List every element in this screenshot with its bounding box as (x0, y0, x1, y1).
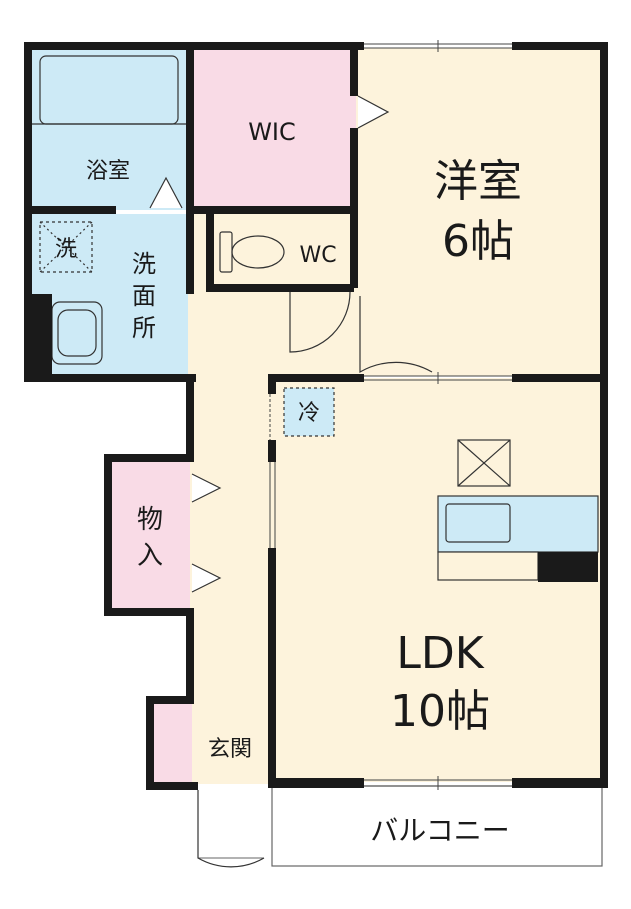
fixtures (30, 55, 599, 582)
labels: 浴室 WIC 洋室 6帖 洗 洗 面 所 WC 冷 物 入 LDK 10帖 玄関… (55, 118, 522, 847)
balcony-label: バルコニー (370, 814, 509, 847)
walls (24, 42, 608, 790)
entrance-floor (192, 700, 272, 784)
wic-floor (194, 48, 356, 208)
wc-label: WC (299, 243, 336, 268)
storage-label-char-1: 物 (137, 505, 163, 535)
kitchen-counter (437, 495, 599, 553)
entrance-step-floor (152, 702, 192, 784)
ceiling-vent (457, 439, 511, 487)
fridge-space (283, 387, 335, 437)
front-door-swing (197, 790, 265, 868)
corridor-floor (188, 376, 274, 701)
bath-door-swing (149, 176, 183, 209)
washroom-label-char-2: 面 (132, 282, 156, 310)
wic-label: WIC (248, 118, 296, 146)
western-door-swing (359, 296, 433, 374)
washing-machine-pan (39, 221, 93, 273)
windows (269, 40, 512, 790)
balcony-area (271, 785, 603, 867)
washroom-floor (30, 214, 188, 374)
storage-door-swing-upper (191, 473, 222, 503)
bathtub (39, 55, 179, 125)
washroom-label-char-3: 所 (132, 314, 156, 342)
washbasin-bowl (57, 309, 97, 357)
washer-label: 洗 (55, 237, 77, 262)
ldk-size: 10帖 (390, 686, 490, 737)
washroom-label-char-1: 洗 (132, 250, 156, 278)
ldk-name: LDK (396, 628, 484, 679)
entrance-label: 玄関 (208, 737, 252, 762)
wic-door-swing (357, 95, 390, 129)
room-fills (30, 48, 602, 784)
bath-label: 浴室 (86, 159, 130, 184)
western-room-floor (356, 48, 602, 376)
western-room-size: 6帖 (442, 216, 514, 267)
kitchen-sink (445, 503, 511, 543)
kitchen-column (538, 552, 598, 582)
storage-floor (110, 458, 190, 610)
doors-and-windows (191, 95, 603, 868)
storage-door-swing-lower (191, 563, 222, 593)
storage-label-char-2: 入 (137, 541, 163, 571)
fridge-label: 冷 (298, 401, 320, 426)
hall-door-swing (289, 291, 351, 353)
toilet-bowl (231, 235, 285, 269)
kitchen-counter-lower (437, 551, 539, 581)
western-room-name: 洋室 (434, 156, 522, 207)
